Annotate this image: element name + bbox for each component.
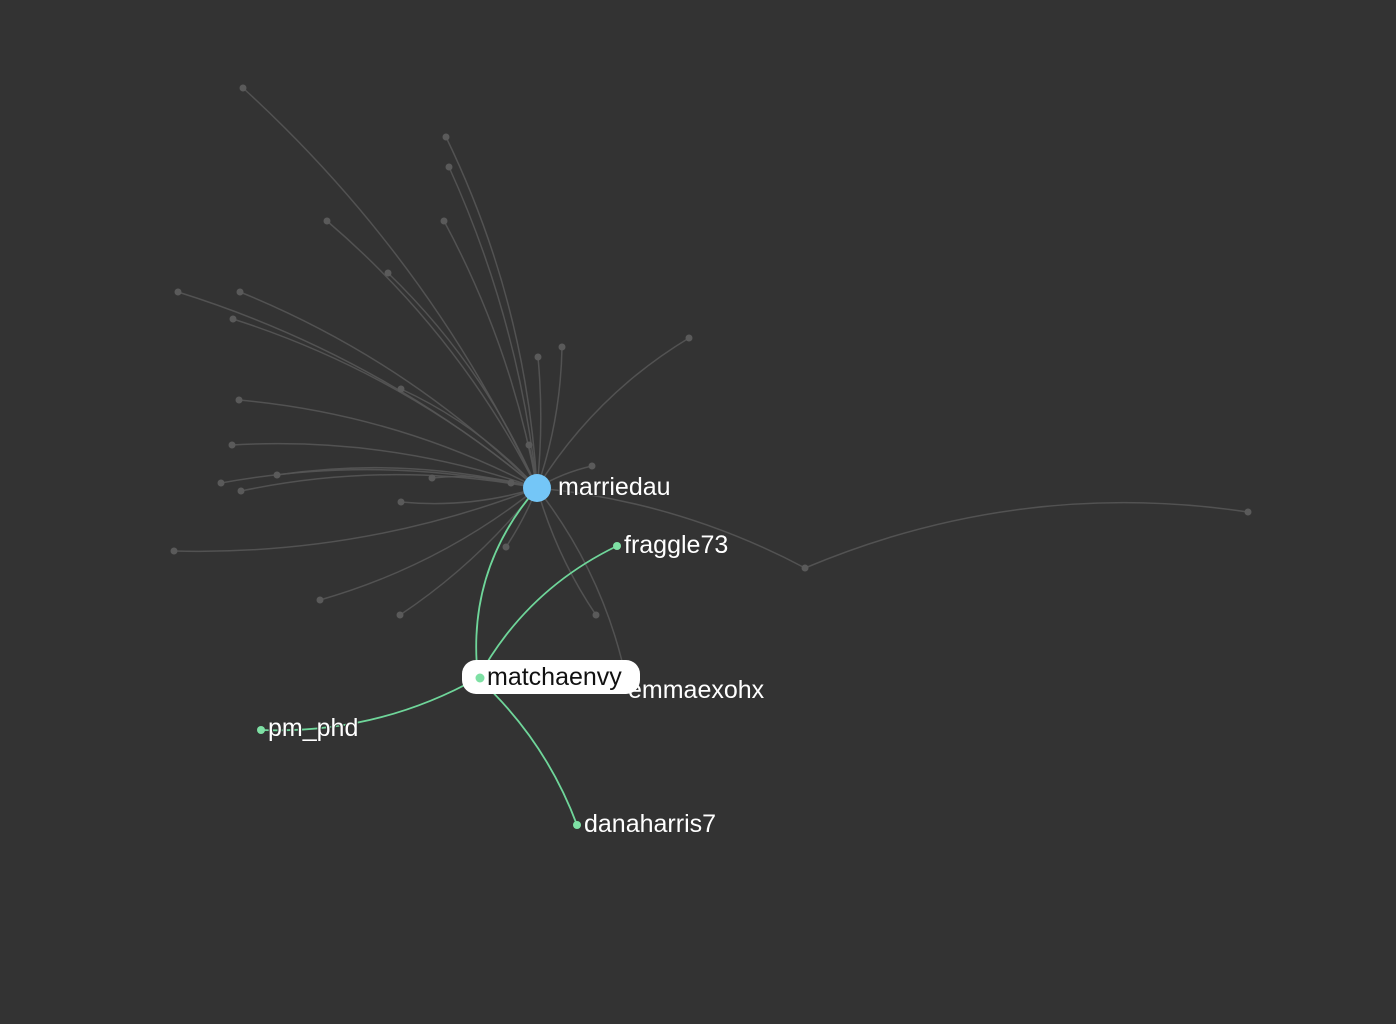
- node-dim-22[interactable]: [397, 498, 405, 506]
- edge-dim-17: [220, 468, 538, 489]
- node-dim-11[interactable]: [685, 334, 693, 342]
- edge-dim-12: [400, 388, 538, 489]
- node-dim-28[interactable]: [801, 564, 809, 572]
- node-label-danaharris7: danaharris7: [584, 810, 716, 838]
- edge-dim-24: [319, 487, 538, 601]
- edge-dim-9: [536, 356, 542, 489]
- node-dim-10[interactable]: [558, 343, 566, 351]
- node-label-fraggle73: fraggle73: [624, 531, 728, 559]
- node-dim-25[interactable]: [396, 611, 404, 619]
- node-dim-1[interactable]: [442, 133, 450, 141]
- edge-hi-marriedau: [475, 487, 538, 679]
- node-dim-14[interactable]: [228, 441, 236, 449]
- edge-dim-27: [536, 487, 597, 616]
- edge-dim-23: [173, 487, 538, 553]
- node-dim-27[interactable]: [592, 611, 600, 619]
- node-pm-phd[interactable]: [257, 726, 265, 734]
- node-label-pm-phd: pm_phd: [268, 714, 358, 742]
- node-dim-12[interactable]: [397, 385, 405, 393]
- node-dim-5[interactable]: [384, 269, 392, 277]
- edge-dim-10: [536, 346, 563, 489]
- node-dim-24[interactable]: [316, 596, 324, 604]
- hub-node[interactable]: [523, 474, 551, 502]
- edge-dim-3: [326, 220, 538, 489]
- edge-dim-1: [445, 136, 538, 489]
- node-dim-9[interactable]: [534, 353, 542, 361]
- edge-hi-danaharris7: [477, 677, 578, 826]
- node-dim-6[interactable]: [174, 288, 182, 296]
- edge-dim-25: [399, 487, 538, 616]
- node-dim-23[interactable]: [170, 547, 178, 555]
- node-dim-3[interactable]: [323, 217, 331, 225]
- edge-dim-7: [239, 291, 538, 489]
- node-dim-2[interactable]: [445, 163, 453, 171]
- node-dim-19[interactable]: [273, 471, 281, 479]
- tooltip-node-dot[interactable]: [475, 673, 485, 683]
- node-dim-13[interactable]: [235, 396, 243, 404]
- node-dim-21[interactable]: [507, 479, 515, 487]
- node-dim-17[interactable]: [217, 479, 225, 487]
- node-dim-15[interactable]: [525, 441, 533, 449]
- edge-dim-28: [536, 487, 806, 569]
- node-dim-far-right[interactable]: [1244, 508, 1252, 516]
- highlighted-nodes: [257, 542, 621, 829]
- node-dim-26[interactable]: [502, 543, 510, 551]
- node-dim-8[interactable]: [229, 315, 237, 323]
- edge-hi-pm-phd: [260, 677, 479, 732]
- edge-dim-22: [400, 487, 538, 505]
- highlighted-edges: [260, 487, 618, 826]
- edge-dim-11: [536, 337, 690, 489]
- hub-label: marriedau: [558, 473, 671, 501]
- node-dim-20[interactable]: [428, 474, 436, 482]
- tooltip: matchaenvy: [462, 660, 640, 694]
- edge-hi-fraggle73: [477, 545, 618, 679]
- edge-dim-4: [443, 220, 538, 489]
- node-dim-7[interactable]: [236, 288, 244, 296]
- edge-dim-far-right: [804, 501, 1249, 569]
- node-dim-16[interactable]: [588, 462, 596, 470]
- edge-dim-18: [240, 473, 538, 492]
- node-dim-4[interactable]: [440, 217, 448, 225]
- node-danaharris7[interactable]: [573, 821, 581, 829]
- tooltip-label: matchaenvy: [487, 663, 622, 691]
- edge-dim-14: [231, 442, 538, 489]
- node-fraggle73[interactable]: [613, 542, 621, 550]
- node-dim-18[interactable]: [237, 487, 245, 495]
- edge-dim-8: [232, 318, 538, 489]
- edge-dim-13: [238, 399, 538, 489]
- background-nodes: [170, 84, 1252, 692]
- tooltip-box: [462, 660, 640, 694]
- edge-dim-5: [387, 272, 538, 489]
- node-label-emmaexohx: emmaexohx: [628, 676, 765, 704]
- node-dim-0[interactable]: [239, 84, 247, 92]
- background-edges: [173, 87, 1249, 689]
